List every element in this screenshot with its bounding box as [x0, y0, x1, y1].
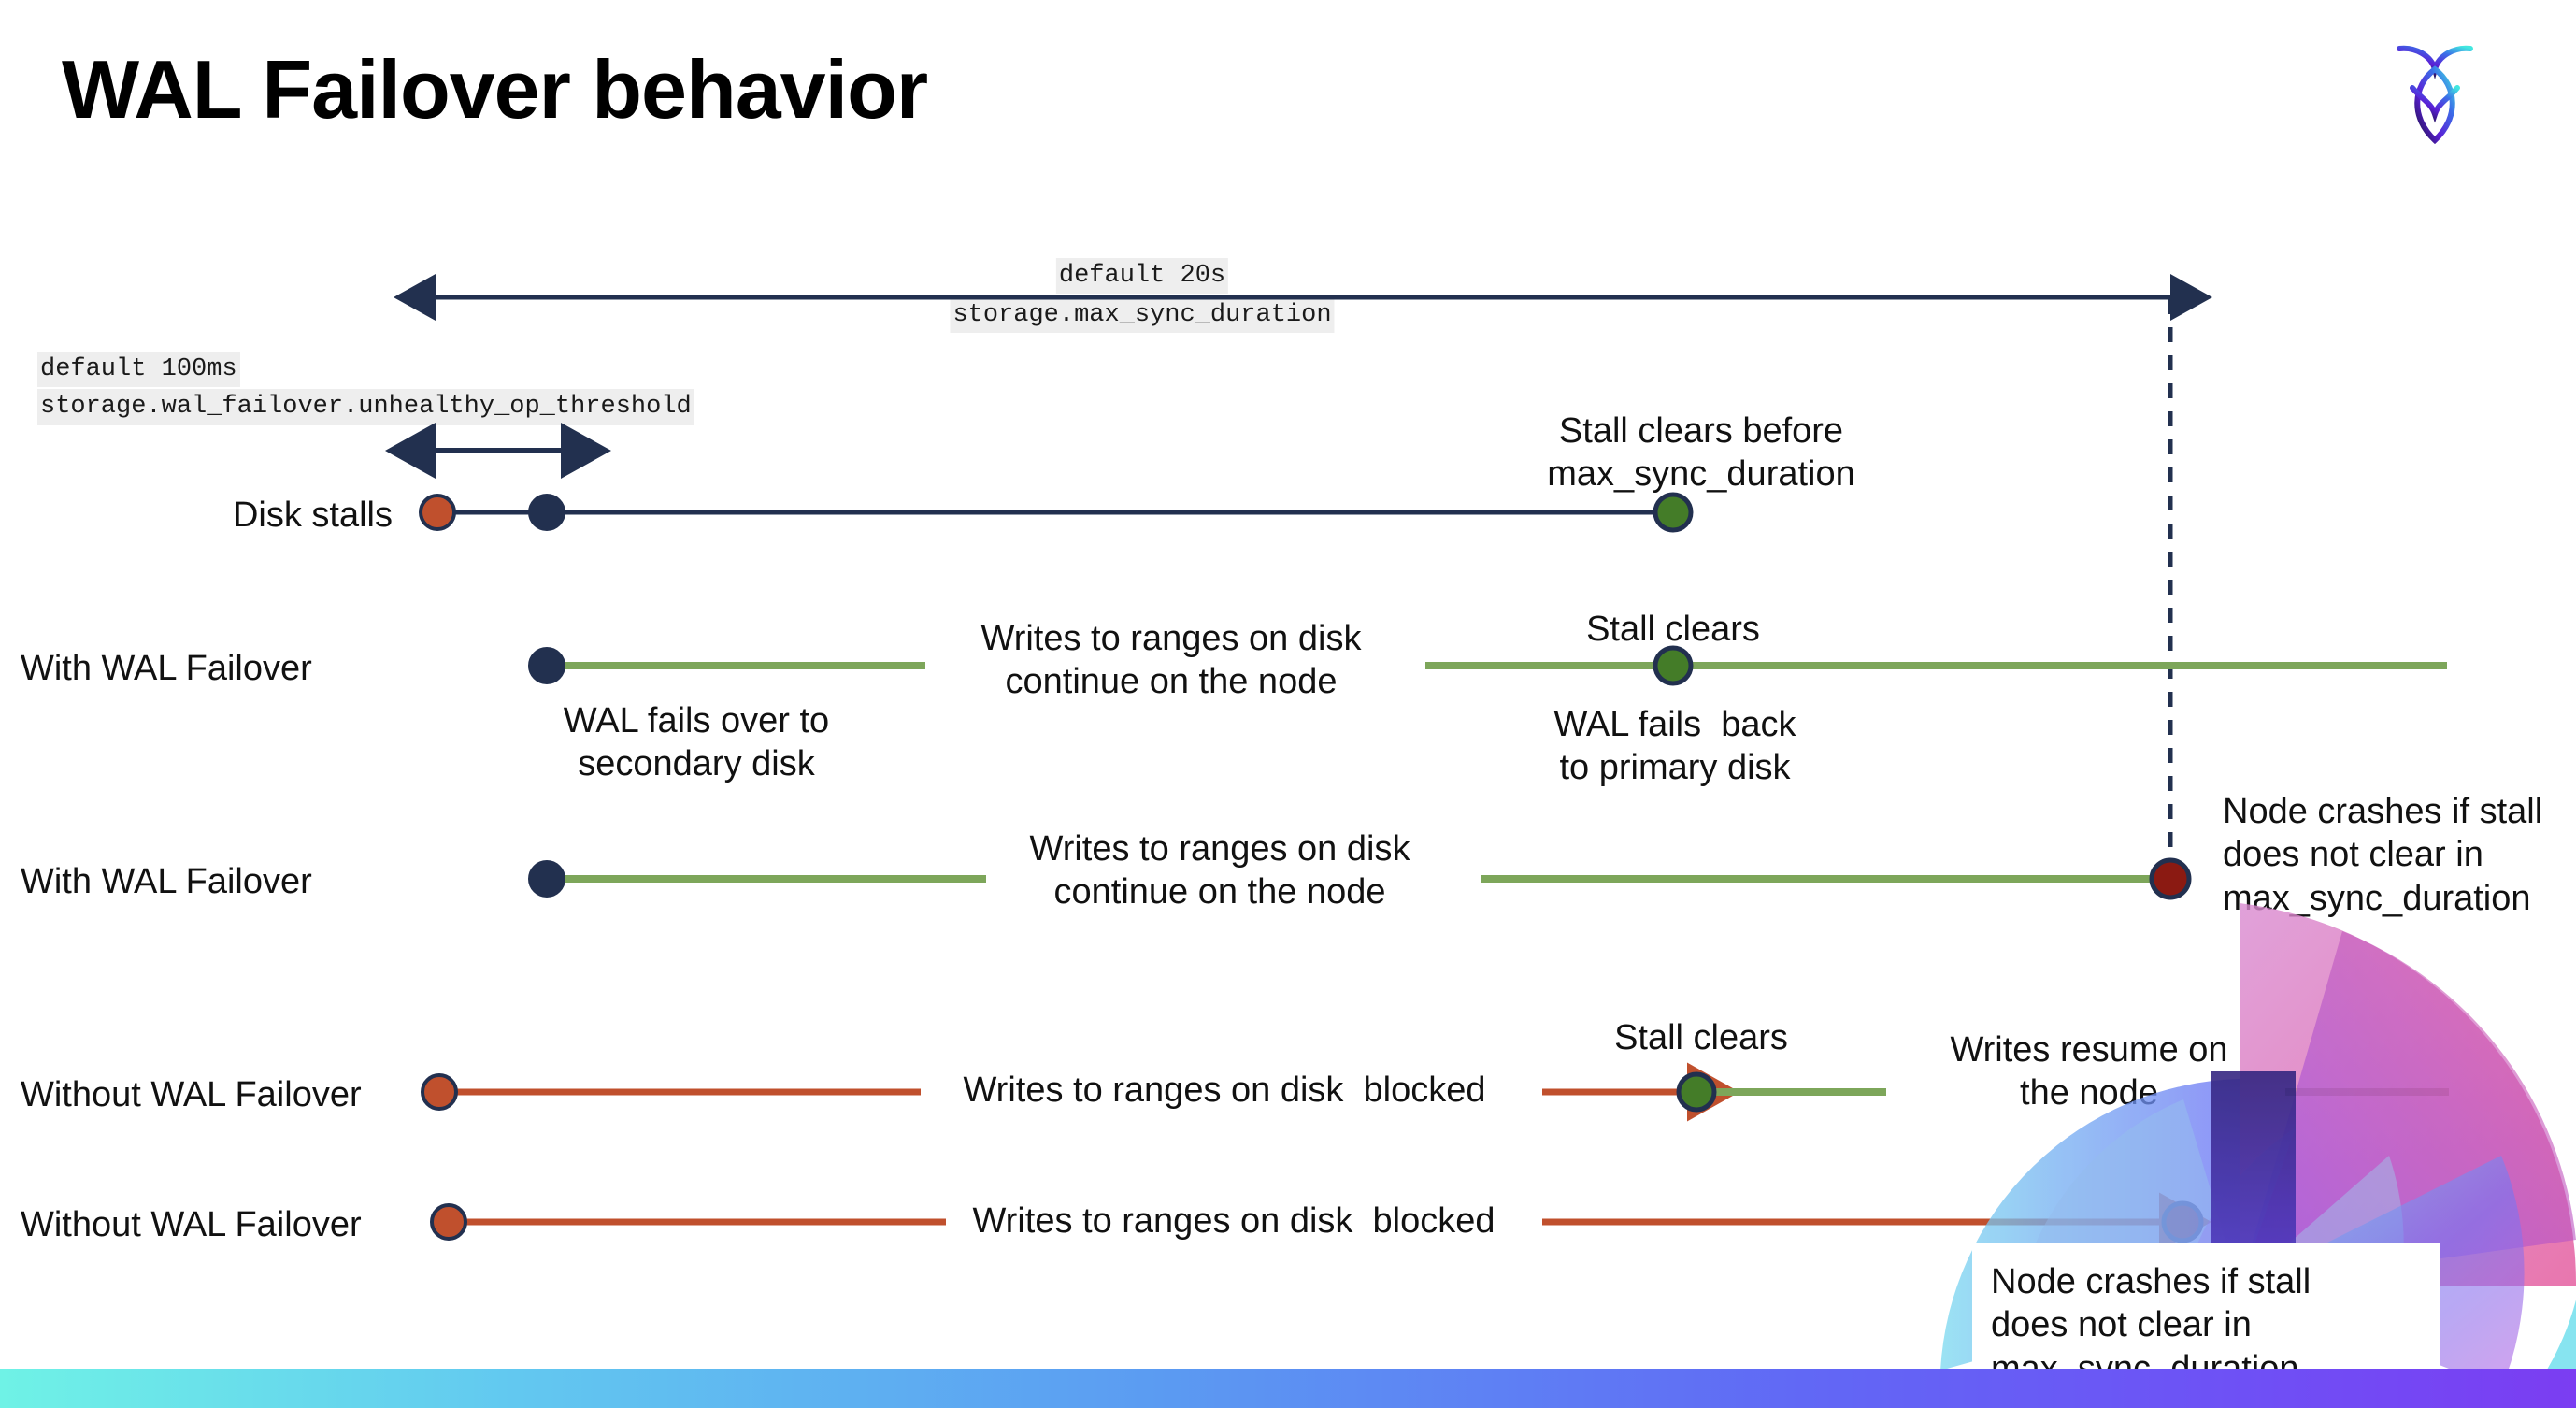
without-wal-1-clear-green-dot [1676, 1071, 1717, 1113]
annotation-writes-resume: Writes resume on the node [1950, 1030, 2228, 1113]
unhealthy-op-setting-name: storage.wal_failover.unhealthy_op_thresh… [37, 389, 694, 425]
wal-failover-2-crash-dark-red-dot [2149, 857, 2192, 900]
row-label-disk-stalls: Disk stalls [232, 496, 393, 535]
row-label-without-wal-failover-2: Without WAL Failover [21, 1205, 362, 1244]
wal-failover-1-start-navy-dot [528, 647, 565, 684]
row-label-without-wal-failover-1: Without WAL Failover [21, 1075, 362, 1114]
bottom-gradient-bar [0, 1369, 2576, 1408]
unhealthy-op-default-label: default 100ms [37, 352, 240, 388]
row-label-with-wal-failover-2: With WAL Failover [21, 862, 312, 901]
annotation-stall-clears-before-max-sync: Stall clears before max_sync_duration [1547, 411, 1855, 495]
annotation-writes-continue-1: Writes to ranges on disk continue on the… [980, 619, 1362, 702]
annotation-stall-clears-2: Stall clears [1614, 1018, 1788, 1057]
without-wal-2-crash-dark-red-dot [2161, 1200, 2204, 1243]
unhealthy-op-threshold-setting: default 100ms storage.wal_failover.unhea… [37, 352, 694, 425]
annotation-writes-blocked-1: Writes to ranges on disk blocked [963, 1070, 1486, 1110]
disk-stalls-start-orange-dot [419, 494, 456, 531]
page-title: WAL Failover behavior [62, 43, 928, 136]
disk-stalls-clear-green-dot [1653, 492, 1694, 533]
without-wal-2-start-orange-dot [430, 1203, 467, 1241]
annotation-stall-clears-1: Stall clears [1586, 610, 1760, 649]
row-label-with-wal-failover-1: With WAL Failover [21, 649, 312, 688]
wal-failover-1-clear-green-dot [1653, 645, 1694, 686]
disk-stalls-failover-navy-dot [528, 494, 565, 531]
without-wal-1-start-orange-dot [421, 1073, 458, 1111]
annotation-writes-blocked-2: Writes to ranges on disk blocked [972, 1201, 1496, 1241]
annotation-node-crashes-1: Node crashes if stall does not clear in … [2223, 792, 2543, 918]
wal-failover-2-start-navy-dot [528, 860, 565, 898]
cockroachdb-logo-icon [2379, 28, 2491, 150]
annotation-writes-continue-2: Writes to ranges on disk continue on the… [1029, 829, 1410, 912]
annotation-wal-fails-over: WAL fails over to secondary disk [563, 701, 830, 784]
annotation-wal-fails-back: WAL fails back to primary disk [1553, 705, 1796, 788]
